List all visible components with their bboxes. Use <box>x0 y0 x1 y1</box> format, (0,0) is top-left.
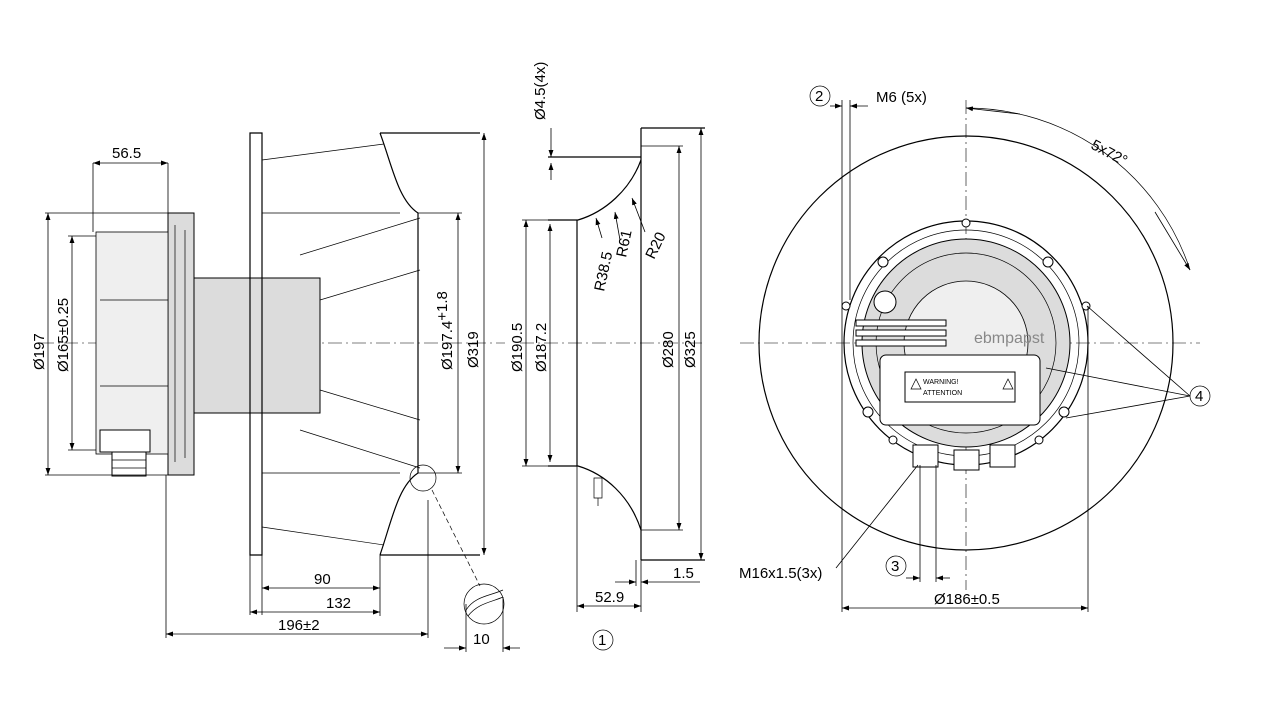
dim-d197-4: Ø197.4+1.8 <box>434 291 456 370</box>
attention-text: ATTENTION <box>923 390 962 397</box>
warning-triangle-icon <box>910 378 922 390</box>
detail-circle <box>409 464 437 492</box>
dim-d280: Ø280 <box>660 331 677 368</box>
side-dimensions: 56.5 Ø197 Ø165±0.25 90 132 196±2 <box>31 133 520 652</box>
callout-2-circle <box>809 85 831 107</box>
dim-d187-2: Ø187.2 <box>533 323 550 372</box>
side-view: 56.5 Ø197 Ø165±0.25 90 132 196±2 <box>31 132 520 652</box>
dim-1-5: 1.5 <box>673 565 694 582</box>
warning-label: WARNING! ATTENTION <box>879 354 1041 426</box>
callout-1: 1 <box>598 632 606 649</box>
mounting-holes <box>841 218 1091 445</box>
callout-3-circle <box>885 555 907 577</box>
angle-arc <box>965 107 1191 271</box>
impeller-side <box>249 132 480 556</box>
dim-132: 132 <box>326 595 351 612</box>
callout-1-circle <box>592 629 614 651</box>
brand-logo-text: ebmpapst <box>974 330 1045 347</box>
dim-r20: R20 <box>642 230 669 262</box>
dim-d319: Ø319 <box>465 331 482 368</box>
dim-d325: Ø325 <box>682 331 699 368</box>
section-dimensions: Ø4.5(4x) R38.5 R61 R20 Ø190.5 Ø187.2 Ø28… <box>509 62 704 651</box>
heat-sink <box>855 319 947 347</box>
motor-body <box>95 212 321 477</box>
dim-d4-5: Ø4.5(4x) <box>532 62 549 120</box>
detail-leader <box>431 489 481 587</box>
dim-d190-5: Ø190.5 <box>509 323 526 372</box>
front-view: 5x72° ebmpapst WARNING! <box>739 85 1211 612</box>
detail-view <box>463 583 505 625</box>
dim-5x72: 5x72° <box>1088 137 1130 170</box>
dim-d165: Ø165±0.25 <box>55 298 72 372</box>
dim-196: 196±2 <box>278 617 320 634</box>
callout-2: 2 <box>815 88 823 105</box>
dim-56-5: 56.5 <box>112 145 141 162</box>
section-view: Ø4.5(4x) R38.5 R61 R20 Ø190.5 Ø187.2 Ø28… <box>509 62 705 651</box>
front-dimensions: 2 M6 (5x) Ø186±0.5 4 M16x1.5(3x) 3 <box>739 85 1211 612</box>
dim-r38-5: R38.5 <box>591 250 616 293</box>
inlet-ring <box>548 127 705 561</box>
warning-triangle-icon-2 <box>1002 378 1014 390</box>
cable-glands <box>912 444 1016 471</box>
dim-m6: M6 (5x) <box>876 89 927 106</box>
dim-r61: R61 <box>613 228 635 258</box>
dim-10: 10 <box>473 631 490 648</box>
dim-d197: Ø197 <box>31 333 48 370</box>
callout-3: 3 <box>891 558 899 575</box>
dim-52-9: 52.9 <box>595 589 624 606</box>
impeller-outer-circle <box>758 135 1174 551</box>
callout-4: 4 <box>1195 388 1203 405</box>
dim-d186: Ø186±0.5 <box>934 591 1000 608</box>
dim-90: 90 <box>314 571 331 588</box>
warning-text: WARNING! <box>923 379 959 386</box>
dim-m16: M16x1.5(3x) <box>739 565 822 582</box>
